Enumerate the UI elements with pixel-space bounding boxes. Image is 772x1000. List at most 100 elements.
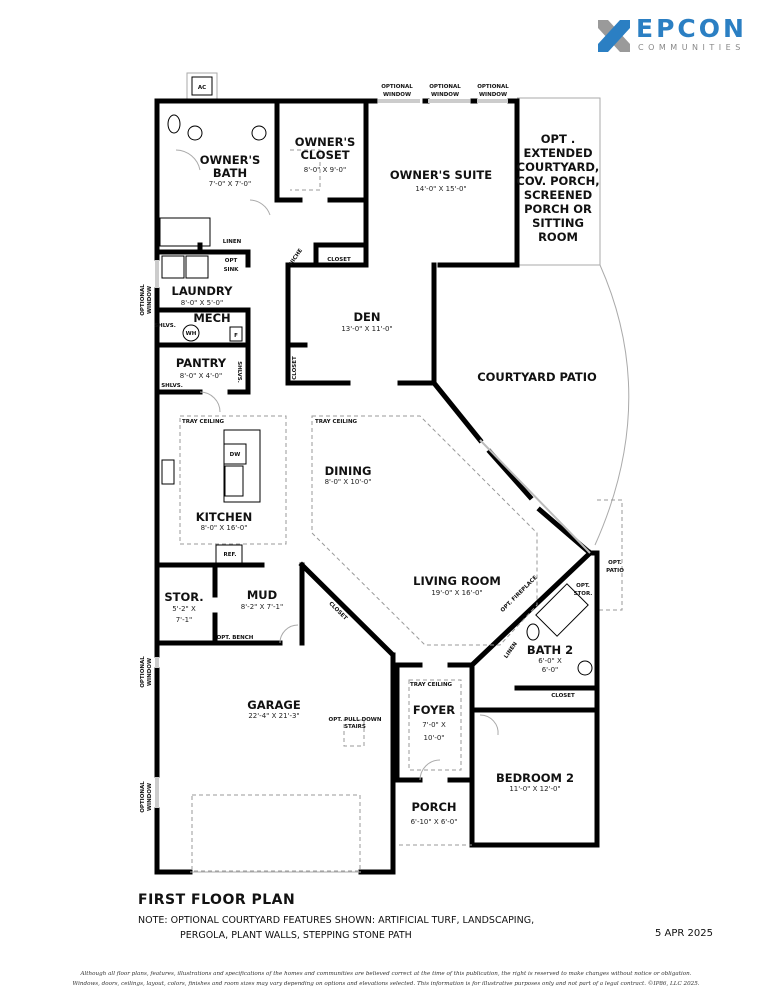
svg-text:OWNER'S SUITE: OWNER'S SUITE	[390, 168, 492, 182]
svg-text:OPTIONAL: OPTIONAL	[381, 84, 413, 90]
svg-text:STOR.: STOR.	[164, 590, 203, 604]
courtyard-patio-arc	[594, 264, 630, 546]
room-living: LIVING ROOM 19'-0" X 16'-0"	[413, 574, 501, 597]
svg-text:8'-0" X 4'-0": 8'-0" X 4'-0"	[180, 372, 222, 380]
foyer-tray-ceiling	[408, 679, 462, 771]
room-kitchen: KITCHEN 8'-0" X 16'-0"	[196, 510, 253, 532]
ac-unit: AC	[186, 72, 218, 100]
svg-text:DINING: DINING	[325, 464, 372, 478]
svg-text:8'-2" X 7'-1": 8'-2" X 7'-1"	[241, 603, 283, 611]
svg-text:GARAGE: GARAGE	[247, 698, 301, 712]
furnace-icon	[229, 326, 243, 342]
svg-text:BATH: BATH	[213, 166, 247, 180]
opt-extended-courtyard-label: OPT . EXTENDED COURTYARD, COV. PORCH, SC…	[516, 132, 599, 244]
svg-text:OPTIONAL: OPTIONAL	[140, 781, 146, 813]
toilet-icon	[167, 114, 181, 134]
svg-text:SHLVS.: SHLVS.	[161, 383, 183, 389]
ac-label: AC	[198, 85, 206, 91]
svg-text:SHLVS.: SHLVS.	[236, 361, 242, 383]
plan-date: 5 APR 2025	[655, 928, 713, 939]
svg-text:WH: WH	[186, 331, 197, 337]
svg-text:EXTENDED: EXTENDED	[524, 146, 593, 160]
refrigerator	[215, 544, 243, 566]
door-swing	[479, 714, 499, 736]
svg-text:13'-0" X 11'-0": 13'-0" X 11'-0"	[341, 325, 392, 333]
svg-text:10'-0": 10'-0"	[423, 734, 444, 742]
svg-text:LINEN: LINEN	[223, 239, 242, 245]
svg-text:LIVING ROOM: LIVING ROOM	[413, 574, 501, 588]
svg-text:DEN: DEN	[353, 310, 380, 324]
disclaimer-line-2: Windows, doors, ceilings, layout, colors…	[72, 981, 700, 987]
room-pantry: PANTRY 8'-0" X 4'-0"	[176, 356, 227, 380]
door-swing	[199, 391, 221, 413]
svg-text:OWNER'S: OWNER'S	[295, 135, 356, 149]
dining-living-tray-ceiling	[311, 415, 538, 646]
svg-text:WINDOW: WINDOW	[147, 783, 153, 811]
plan-title: FIRST FLOOR PLAN	[138, 892, 296, 908]
room-mech: MECH	[193, 311, 230, 325]
sink-icon	[251, 125, 267, 141]
svg-text:8'-0" X 16'-0": 8'-0" X 16'-0"	[201, 524, 248, 532]
svg-text:FOYER: FOYER	[413, 703, 455, 717]
svg-text:PORCH: PORCH	[411, 800, 456, 814]
disclaimer-line-1: Although all floor plans, features, illu…	[80, 971, 692, 977]
room-stor: STOR. 5'-2" X 7'-1"	[164, 590, 203, 624]
room-mud: MUD 8'-2" X 7'-1"	[241, 588, 283, 611]
svg-text:7'-1": 7'-1"	[176, 616, 193, 624]
sink-icon	[577, 660, 593, 676]
svg-text:PANTRY: PANTRY	[176, 356, 227, 370]
svg-text:COURTYARD,: COURTYARD,	[517, 160, 600, 174]
svg-text:TRAY CEILING: TRAY CEILING	[182, 419, 225, 425]
svg-text:WINDOW: WINDOW	[383, 92, 411, 98]
svg-text:CLOSET: CLOSET	[327, 601, 348, 622]
plan-note: NOTE: OPTIONAL COURTYARD FEATURES SHOWN:…	[138, 913, 534, 943]
svg-text:WINDOW: WINDOW	[147, 658, 153, 686]
svg-text:OPTIONAL: OPTIONAL	[429, 84, 461, 90]
svg-text:SINK: SINK	[224, 267, 240, 273]
sink-icon	[187, 125, 203, 141]
svg-text:OPT.: OPT.	[608, 560, 622, 566]
epcon-logo-icon	[598, 20, 630, 52]
svg-text:OPTIONAL: OPTIONAL	[140, 656, 146, 688]
front-door[interactable]	[419, 759, 441, 781]
svg-text:ROOM: ROOM	[538, 230, 578, 244]
svg-text:WINDOW: WINDOW	[147, 286, 153, 314]
svg-text:TRAY CEILING: TRAY CEILING	[315, 419, 358, 425]
svg-text:TRAY CEILING: TRAY CEILING	[410, 682, 453, 688]
svg-text:6'-0" X: 6'-0" X	[538, 657, 562, 665]
svg-text:LAUNDRY: LAUNDRY	[172, 284, 234, 298]
note-line-1: NOTE: OPTIONAL COURTYARD FEATURES SHOWN:…	[138, 915, 535, 926]
svg-text:OPT: OPT	[225, 258, 238, 264]
door-swing	[175, 149, 201, 171]
room-bath2: BATH 2 6'-0" X 6'-0"	[527, 643, 573, 674]
svg-text:19'-0" X 16'-0": 19'-0" X 16'-0"	[431, 589, 482, 597]
svg-text:COV. PORCH,: COV. PORCH,	[516, 174, 599, 188]
svg-text:F: F	[234, 333, 238, 339]
svg-text:OPTIONAL: OPTIONAL	[140, 284, 146, 316]
svg-text:OWNER'S: OWNER'S	[200, 153, 261, 167]
svg-text:LINEN: LINEN	[503, 641, 519, 660]
svg-text:PORCH OR: PORCH OR	[524, 202, 592, 216]
walls	[154, 98, 600, 875]
water-heater-icon	[182, 324, 200, 342]
svg-text:OPT. PULL DOWN: OPT. PULL DOWN	[329, 717, 382, 723]
svg-text:5'-2" X: 5'-2" X	[172, 605, 196, 613]
dishwasher	[223, 443, 247, 465]
svg-text:11'-0" X 12'-0": 11'-0" X 12'-0"	[509, 785, 560, 793]
note-line-2: PERGOLA, PLANT WALLS, STEPPING STONE PAT…	[180, 930, 412, 941]
room-courtyard-patio: COURTYARD PATIO	[477, 370, 597, 384]
svg-text:STAIRS: STAIRS	[344, 724, 366, 730]
opt-patio-outline	[597, 499, 623, 611]
epcon-logo: EPCON COMMUNITIES	[594, 14, 764, 56]
room-garage: GARAGE 22'-4" X 21'-3"	[247, 698, 301, 720]
svg-text:MUD: MUD	[247, 588, 277, 602]
svg-text:OPTIONAL: OPTIONAL	[477, 84, 509, 90]
svg-text:KITCHEN: KITCHEN	[196, 510, 253, 524]
svg-text:OPT .: OPT .	[541, 132, 575, 146]
kitchen-tray-ceiling	[179, 415, 287, 545]
washer-icon	[161, 255, 185, 279]
logo-wordmark: EPCON	[636, 14, 747, 43]
svg-text:7'-0" X 7'-0": 7'-0" X 7'-0"	[209, 180, 251, 188]
